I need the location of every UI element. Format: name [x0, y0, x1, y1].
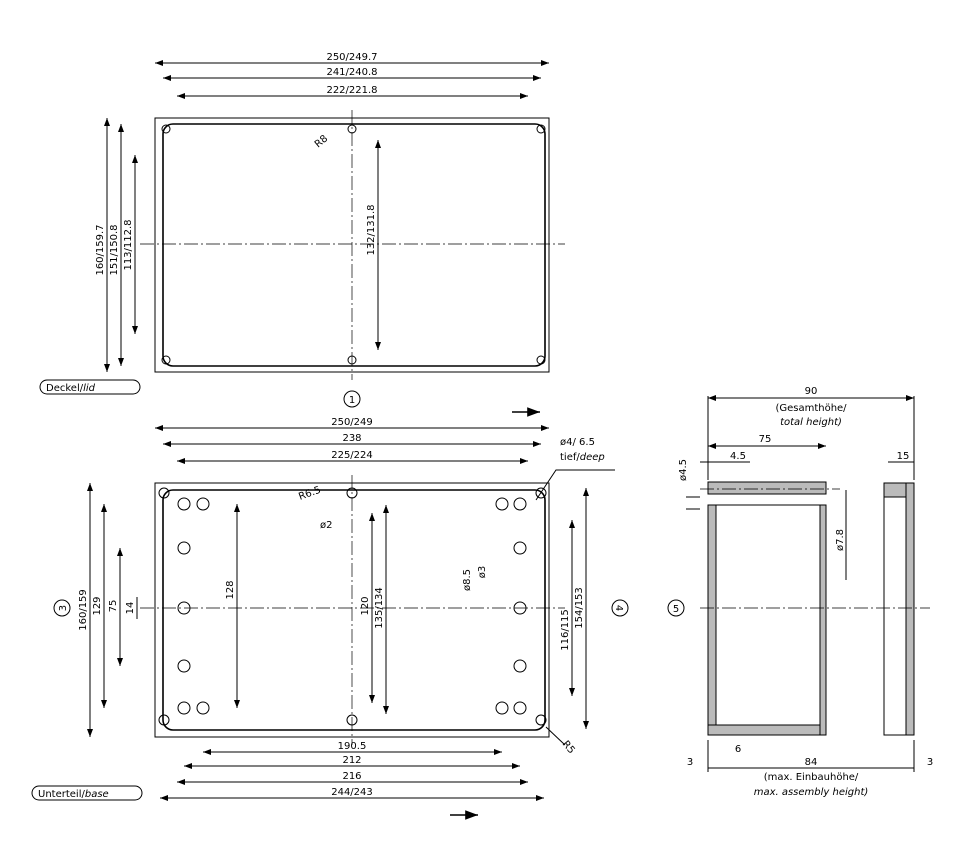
dim-dia-3: ø3 — [477, 566, 488, 578]
dim-dia-2: ø2 — [320, 520, 332, 531]
dim-6: 6 — [735, 744, 741, 755]
dim-120: 120 — [360, 596, 371, 615]
dim-dia-8-5: ø8.5 — [462, 569, 473, 591]
mounting-holes — [158, 487, 547, 726]
lid-view: 250/249.7 241/240.8 222/221.8 160/159.7 … — [39, 52, 565, 408]
total-height-en: total height) — [780, 417, 842, 428]
dim-lid-height-inner: 113/112.8 — [123, 219, 134, 270]
dim-190-5: 190.5 — [338, 741, 367, 752]
dim-4-5: 4.5 — [730, 451, 746, 462]
dim-129: 129 — [92, 596, 103, 615]
dim-216: 216 — [342, 771, 361, 782]
hole-note-depth: tief/deep — [560, 452, 605, 463]
base-label: Unterteil/base — [38, 789, 109, 800]
dim-lid-width-inner: 222/221.8 — [326, 85, 377, 96]
dim-244: 244/243 — [331, 787, 373, 798]
dim-lid-height-mid: 151/150.8 — [109, 224, 120, 275]
dim-84: 84 — [805, 757, 818, 768]
view-number-1: 1 — [349, 395, 355, 406]
dim-lid-height-outer: 160/159.7 — [95, 224, 106, 275]
dim-116: 116/115 — [560, 609, 571, 651]
dim-dia-4-5: ø4.5 — [678, 459, 689, 481]
dim-90: 90 — [805, 386, 818, 397]
corner-screw-holes — [161, 124, 546, 365]
view-number-5: 5 — [673, 604, 679, 615]
dim-14: 14 — [125, 602, 136, 615]
dim-128: 128 — [225, 580, 236, 599]
dim-r6-5: R6.5 — [297, 485, 322, 503]
dim-base-width-outer: 250/249 — [331, 417, 373, 428]
total-height-de: (Gesamthöhe/ — [775, 403, 847, 414]
dim-212: 212 — [342, 755, 361, 766]
dim-15: 15 — [897, 451, 910, 462]
dim-75: 75 — [108, 600, 119, 613]
base-view: 250/249 238 225/224 190.5 212 216 244/24… — [31, 407, 629, 820]
dim-dia-7-8: ø7.8 — [835, 529, 846, 551]
dim-r5: R5 — [560, 739, 577, 756]
view-number-3: 3 — [58, 605, 69, 611]
view-number-4: 4 — [613, 605, 624, 611]
dim-base-width-inner: 225/224 — [331, 450, 373, 461]
dim-135: 135/134 — [374, 587, 385, 629]
dim-154: 154/153 — [574, 587, 585, 629]
assembly-height-en: max. assembly height) — [754, 787, 869, 798]
dim-3-left: 3 — [687, 757, 693, 768]
dim-base-width-mid: 238 — [342, 433, 361, 444]
assembly-height-de: (max. Einbauhöhe/ — [764, 772, 859, 783]
dim-lid-radius: R8 — [313, 133, 330, 150]
dim-3-right: 3 — [927, 757, 933, 768]
dim-75-side: 75 — [759, 434, 772, 445]
lid-label: Deckel/lid — [46, 383, 96, 394]
dim-lid-width-outer: 250/249.7 — [326, 52, 377, 63]
hole-note: ø4/ 6.5 — [560, 437, 595, 448]
side-view: 5 90 (Gesamthöhe/ total height) 75 4.5 ø… — [667, 386, 933, 798]
dim-160: 160/159 — [78, 589, 89, 631]
dim-lid-hole-spacing: 132/131.8 — [366, 204, 377, 255]
dim-lid-width-mid: 241/240.8 — [326, 67, 377, 78]
